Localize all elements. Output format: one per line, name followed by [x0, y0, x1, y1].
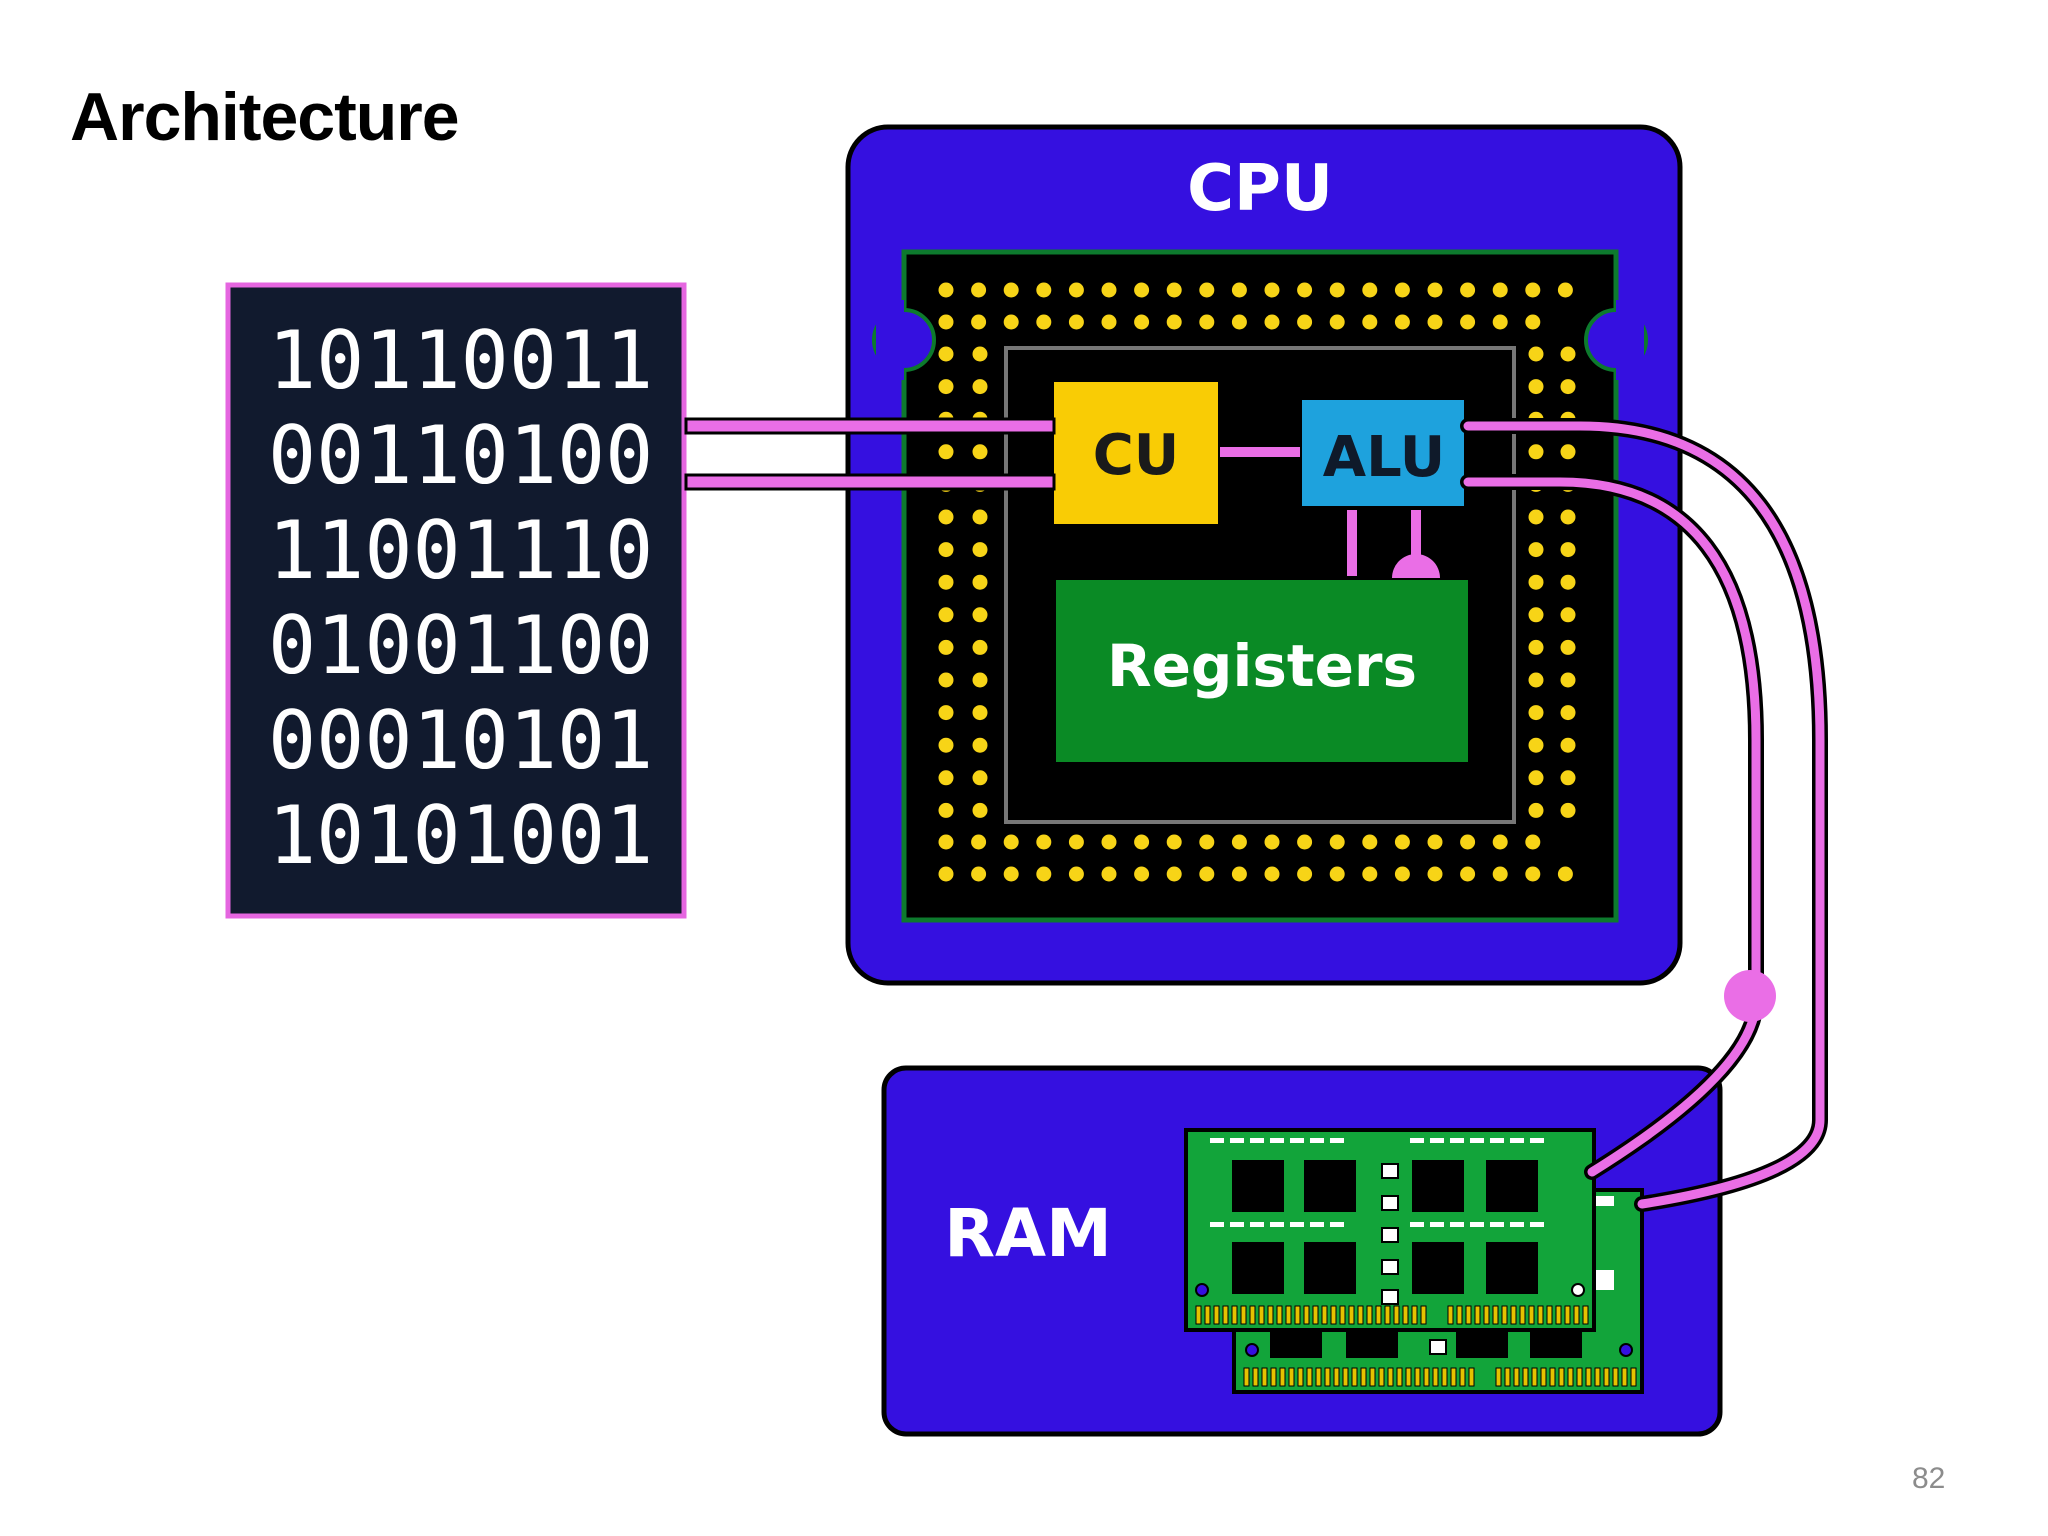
- control-unit: CU: [1054, 382, 1218, 524]
- binary-line: 01001100: [268, 599, 653, 692]
- binary-panel: 1011001100110100110011100100110000010101…: [225, 282, 687, 919]
- binary-line: 00110100: [268, 409, 653, 502]
- bus-junction: [1724, 970, 1776, 1022]
- ram-module-front: [1184, 1128, 1614, 1332]
- binary-lines: 1011001100110100110011100100110000010101…: [268, 314, 653, 882]
- alu: ALU: [1302, 400, 1464, 506]
- cpu-label: CPU: [1187, 152, 1333, 226]
- registers: Registers: [1056, 580, 1468, 762]
- slide-number: 82: [1912, 1462, 1946, 1495]
- binary-line: 10101001: [268, 789, 653, 882]
- cu-label: CU: [1093, 423, 1180, 488]
- memory-bus: [1460, 418, 1828, 1212]
- cpu-package: CPU CU ALU Registers: [845, 124, 1683, 986]
- instruction-bus: [684, 417, 1056, 491]
- alu-registers-bump: [1392, 554, 1440, 578]
- registers-label: Registers: [1107, 632, 1417, 700]
- binary-line: 00010101: [268, 694, 653, 787]
- binary-line: 10110011: [268, 314, 653, 407]
- ram-panel: RAM: [881, 1065, 1723, 1437]
- page-title: Architecture: [70, 79, 460, 155]
- alu-label: ALU: [1323, 425, 1446, 490]
- ram-label: RAM: [944, 1195, 1112, 1272]
- binary-line: 11001110: [268, 504, 653, 597]
